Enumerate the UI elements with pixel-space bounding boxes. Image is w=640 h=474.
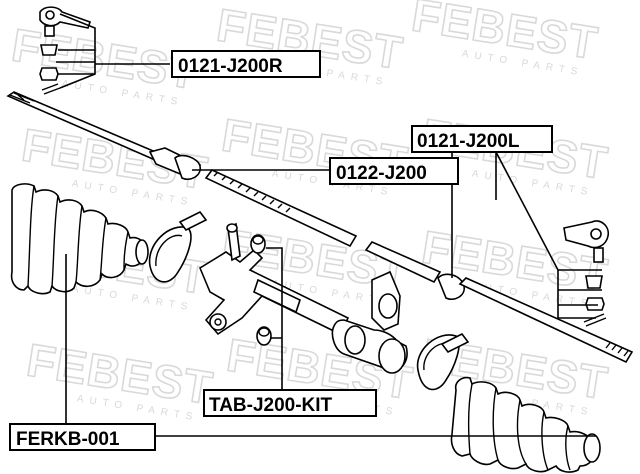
steering-rack <box>204 169 442 284</box>
part-label-text: 0121-J200R <box>178 56 283 77</box>
steering-boot-left <box>10 183 149 295</box>
inner-tie-rod <box>6 91 202 181</box>
part-label-text: 0121-J200L <box>417 131 520 152</box>
part-label-text: TAB-J200-KIT <box>209 395 333 416</box>
outer-tie-rod-end-left <box>563 220 610 327</box>
leader-lines <box>56 13 602 437</box>
part-label-bushing-kit: TAB-J200-KIT <box>203 389 377 417</box>
part-label-steering-boot: FERKB-001 <box>9 423 156 451</box>
mount-bushing-lower <box>256 326 272 346</box>
inner-tie-rod-right <box>437 273 634 364</box>
part-label-text: FERKB-001 <box>16 429 120 450</box>
part-label-outer-tie-rod-left: 0121-J200L <box>411 125 553 153</box>
boot-clamp-left <box>148 210 208 283</box>
rack-housing <box>198 222 408 374</box>
part-label-outer-tie-rod-right: 0121-J200R <box>171 50 321 78</box>
mount-bushing-upper <box>250 234 266 254</box>
outer-tie-rod-end-right <box>39 6 92 95</box>
boot-clamp-right <box>416 332 470 391</box>
steering-boot-right <box>450 376 601 473</box>
part-label-inner-tie-rod: 0122-J200 <box>329 157 459 185</box>
part-label-text: 0122-J200 <box>336 163 427 184</box>
